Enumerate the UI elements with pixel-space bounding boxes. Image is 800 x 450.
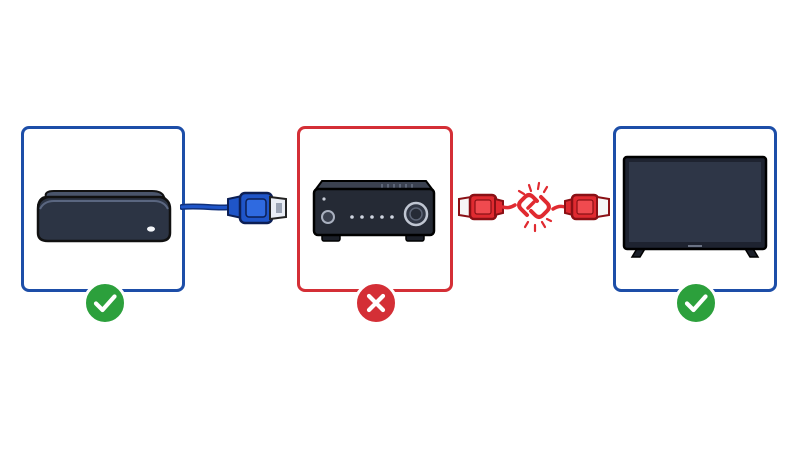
- x-mark-icon: [366, 293, 386, 313]
- av-receiver-status-badge: [354, 281, 398, 325]
- av-receiver-icon: [312, 180, 436, 242]
- broken-link-icon: [517, 181, 553, 233]
- checkmark-icon: [684, 294, 708, 313]
- hdmi-cable-broken: [458, 181, 610, 233]
- tv-status-badge: [674, 281, 718, 325]
- hdmi-cable-icon: [458, 193, 517, 221]
- streaming-box-icon: [36, 190, 172, 243]
- av-receiver-card: [297, 126, 453, 292]
- hdmi-cable-working: [180, 191, 287, 225]
- hdmi-cable-icon: [180, 191, 287, 225]
- hdmi-cable-icon: [551, 193, 610, 221]
- tv-card: [613, 126, 777, 292]
- streaming-box-card: [21, 126, 185, 292]
- television-icon: [622, 155, 768, 258]
- checkmark-icon: [93, 294, 117, 313]
- streaming-box-status-badge: [83, 281, 127, 325]
